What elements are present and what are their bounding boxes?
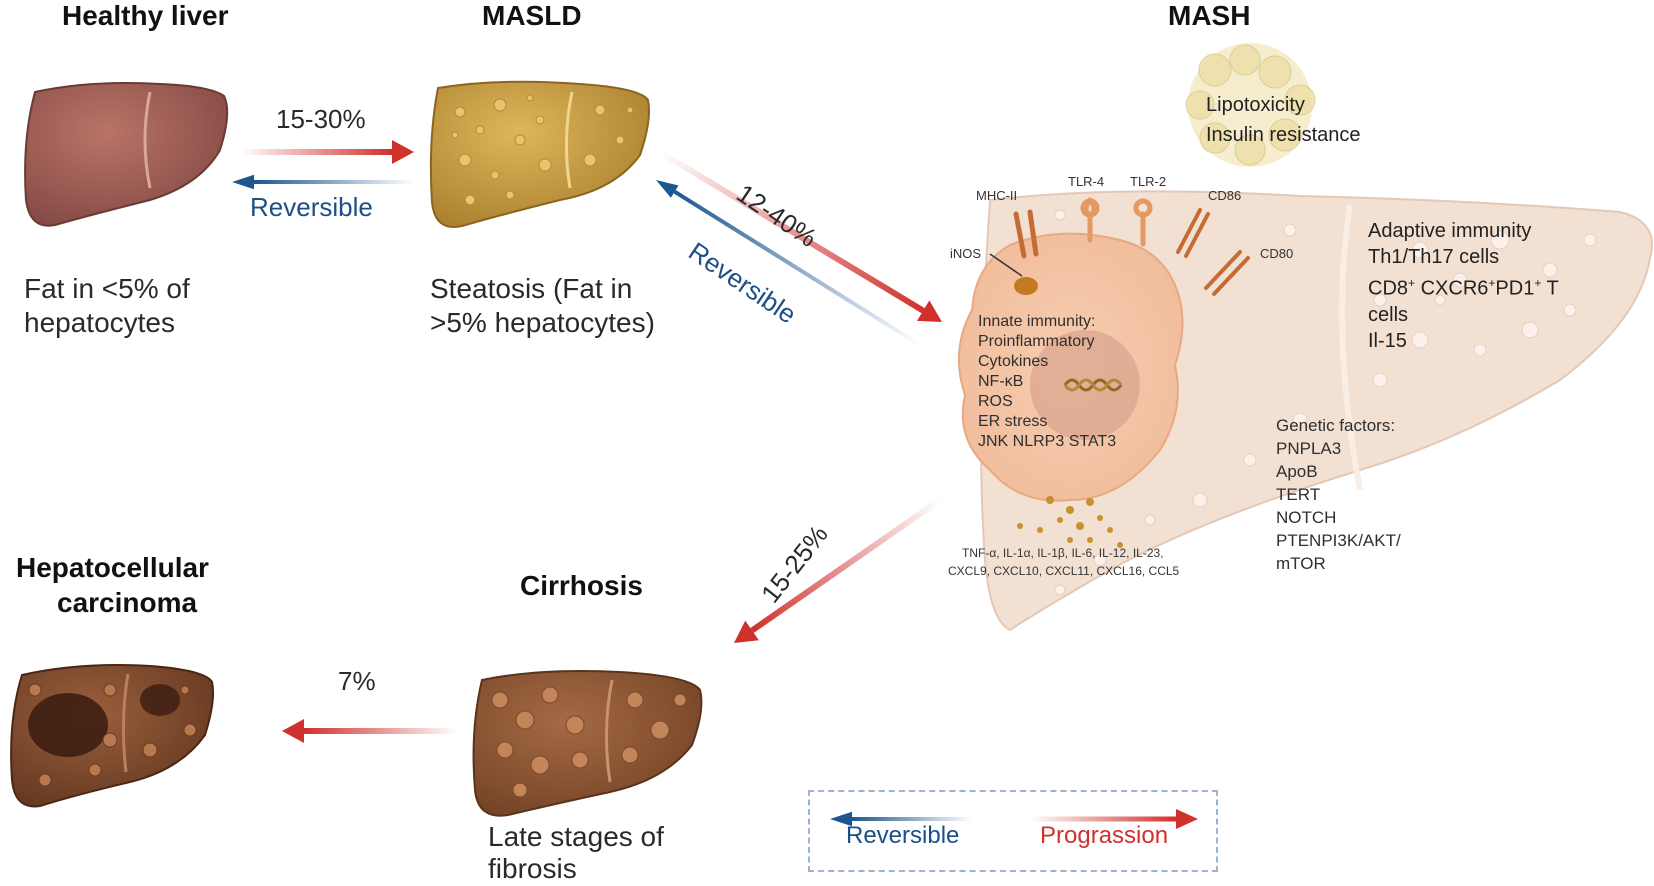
hcc-title-line1: Hepatocellular — [16, 552, 209, 583]
progression-arrow-masld-to-mash — [658, 149, 942, 322]
innate-item: ER stress — [978, 413, 1048, 430]
innate-item: ROS — [978, 393, 1013, 410]
fatty-liver-illustration — [429, 80, 650, 228]
healthy-masld-reversible-label: Reversible — [250, 192, 373, 222]
healthy-desc-line2: hepatocytes — [24, 307, 175, 338]
adaptive-line-th: Th1/Th17 cells — [1368, 246, 1500, 268]
progression-arrow-mash-to-cirrhosis — [734, 497, 942, 644]
reversible-arrow-mash-to-masld — [656, 180, 922, 347]
cytokine-list-line2: CXCL9, CXCL10, CXCL11, CXCL16, CCL5 — [948, 564, 1180, 578]
cd80-receptor-icon — [1204, 250, 1250, 296]
cirrhosis-desc-line2: fibrosis — [488, 853, 577, 884]
cd86-receptor-icon — [1176, 208, 1210, 258]
mhc-ii-label: MHC-II — [976, 188, 1018, 203]
masld-desc-line1: Steatosis (Fat in — [430, 273, 633, 304]
tlr2-label: TLR-2 — [1130, 174, 1167, 189]
tlr2-receptor-icon — [1133, 198, 1153, 247]
innate-item: NF-κB — [978, 373, 1024, 390]
progression-arrow-cirrhosis-to-hcc — [282, 719, 458, 743]
mash-factor-lipotoxicity: Lipotoxicity — [1206, 94, 1305, 116]
progression-arrow-healthy-to-masld — [240, 140, 414, 164]
legend-progression-label: Prograssion — [1040, 822, 1169, 849]
genetic-item: TERT — [1276, 485, 1321, 504]
cirrhotic-liver-illustration — [472, 670, 703, 817]
arrow-layer — [232, 140, 1198, 829]
cd86-label: CD86 — [1208, 188, 1242, 203]
healthy-liver-illustration — [24, 82, 229, 227]
genetic-item: Genetic factors: — [1276, 416, 1396, 435]
adaptive-line-cells: cells — [1368, 303, 1409, 326]
cirrhosis-to-hcc-percent: 7% — [338, 666, 376, 696]
hcc-title-line2: carcinoma — [57, 587, 198, 618]
masld-title: MASLD — [482, 0, 582, 31]
genetic-item: mTOR — [1276, 554, 1326, 573]
macrophage-cell — [957, 197, 1250, 548]
legend-box — [808, 790, 1218, 872]
tumor-lesion — [28, 693, 108, 757]
adaptive-heading: Adaptive immunity — [1368, 220, 1532, 242]
nucleus — [1030, 330, 1140, 440]
healthy-liver-title: Healthy liver — [62, 0, 229, 31]
cirrhosis-desc-line1: Late stages of — [488, 821, 664, 852]
mash-title: MASH — [1168, 0, 1251, 31]
reversible-arrow-masld-to-healthy — [232, 174, 414, 190]
tlr4-label: TLR-4 — [1068, 174, 1105, 189]
innate-immunity-list: Innate immunity: Proinflammatory Cytokin… — [978, 312, 1116, 452]
masld-desc-line2: >5% hepatocytes) — [430, 307, 655, 338]
legend-reversible-label: Reversible — [846, 822, 960, 849]
innate-item: Proinflammatory — [978, 333, 1095, 350]
healthy-desc-line1: Fat in <5% of — [24, 273, 190, 304]
cd80-label: CD80 — [1260, 246, 1294, 261]
adaptive-line-cd8: CD8+ CXCR6+PD1+ T — [1368, 276, 1559, 300]
cytokine-particles — [1017, 496, 1123, 548]
tumor-lesion-small — [140, 684, 180, 716]
mash-factor-insulin-resistance: Insulin resistance — [1206, 124, 1361, 146]
adaptive-immunity-block: Adaptive immunity Th1/Th17 cells CD8+ CX… — [1368, 218, 1559, 354]
legend-progression-arrow — [1030, 809, 1198, 829]
tlr4-receptor-icon — [1080, 197, 1100, 243]
genetic-item: ApoB — [1276, 462, 1318, 481]
mhc-ii-receptor-icon — [1013, 209, 1039, 259]
healthy-to-masld-percent: 15-30% — [276, 104, 366, 134]
genetic-item: PTENPI3K/AKT/ — [1276, 531, 1401, 550]
cirrhosis-title: Cirrhosis — [520, 570, 643, 601]
genetic-factors-list: Genetic factors: PNPLA3 ApoB TERT NOTCH … — [1276, 414, 1401, 575]
adaptive-line-il15: Il-15 — [1368, 329, 1407, 352]
genetic-item: PNPLA3 — [1276, 439, 1342, 458]
hcc-liver-illustration — [10, 664, 215, 808]
inos-granule-icon — [989, 253, 1038, 295]
innate-item: Cytokines — [978, 353, 1049, 370]
lipid-droplet-cluster — [1185, 43, 1316, 167]
inos-label: iNOS — [950, 246, 982, 261]
legend-reversible-arrow — [830, 811, 972, 827]
innate-item: Innate immunity: — [978, 313, 1096, 330]
innate-item: JNK NLRP3 STAT3 — [978, 433, 1117, 450]
genetic-item: NOTCH — [1276, 508, 1337, 527]
cytokine-list-line1: TNF-α, IL-1α, IL-1β, IL-6, IL-12, IL-23, — [962, 546, 1164, 560]
